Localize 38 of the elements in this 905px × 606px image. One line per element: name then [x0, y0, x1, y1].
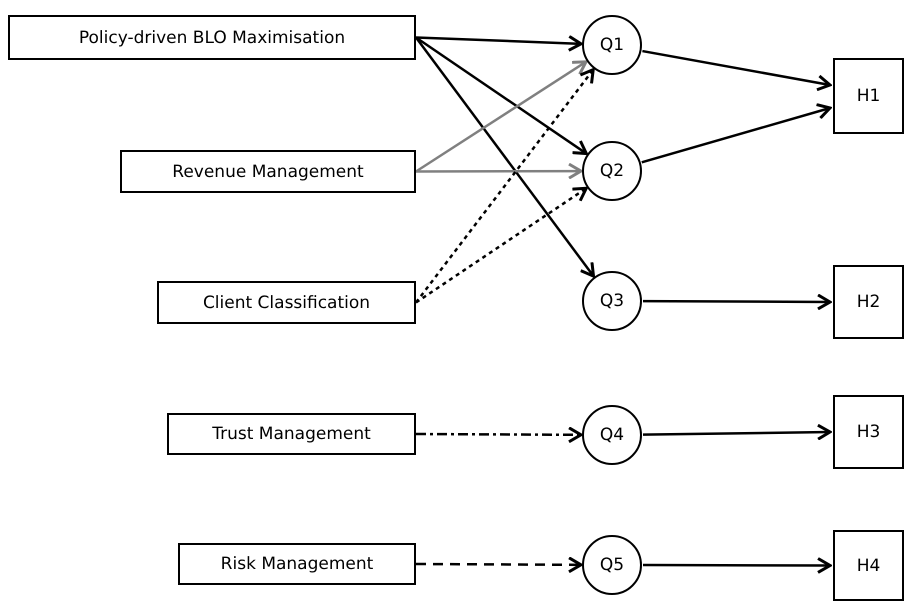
- node-label: H1: [856, 86, 880, 106]
- arrow: [642, 50, 832, 92]
- process-box: [167, 413, 416, 455]
- process-box: [157, 281, 416, 324]
- node-label: H3: [856, 422, 880, 442]
- arrow: [642, 424, 832, 441]
- arrow: [416, 162, 582, 180]
- arrow: [415, 36, 595, 278]
- arrow: [416, 426, 582, 444]
- node-label: Client Classification: [202, 292, 370, 312]
- arrow: [415, 186, 588, 304]
- arrow: [643, 556, 832, 574]
- arrow: [416, 556, 582, 574]
- process-box: [833, 530, 904, 601]
- node-label: Q3: [600, 291, 624, 311]
- question-circle: [582, 141, 642, 201]
- process-box: [8, 15, 416, 60]
- node-label: Revenue Management: [172, 162, 364, 182]
- node-label: Q4: [600, 425, 624, 445]
- node-label: Risk Management: [220, 554, 374, 574]
- process-box: [120, 150, 416, 193]
- process-box: [833, 265, 904, 339]
- process-box: [833, 58, 904, 134]
- node-label: Q1: [600, 35, 624, 55]
- node-label: H4: [856, 556, 880, 576]
- node-label: Trust Management: [212, 424, 371, 444]
- arrow: [416, 34, 583, 52]
- node-label: Q2: [600, 161, 624, 181]
- node-label: Q5: [600, 555, 624, 575]
- node-label: Policy-driven BLO Maximisation: [78, 28, 346, 48]
- node-label: H2: [856, 292, 880, 312]
- arrow: [415, 36, 588, 156]
- process-box: [178, 543, 416, 585]
- arrow: [643, 293, 832, 310]
- arrow: [415, 60, 588, 173]
- process-box: [833, 395, 904, 469]
- arrow: [641, 103, 832, 164]
- arrow: [415, 68, 595, 304]
